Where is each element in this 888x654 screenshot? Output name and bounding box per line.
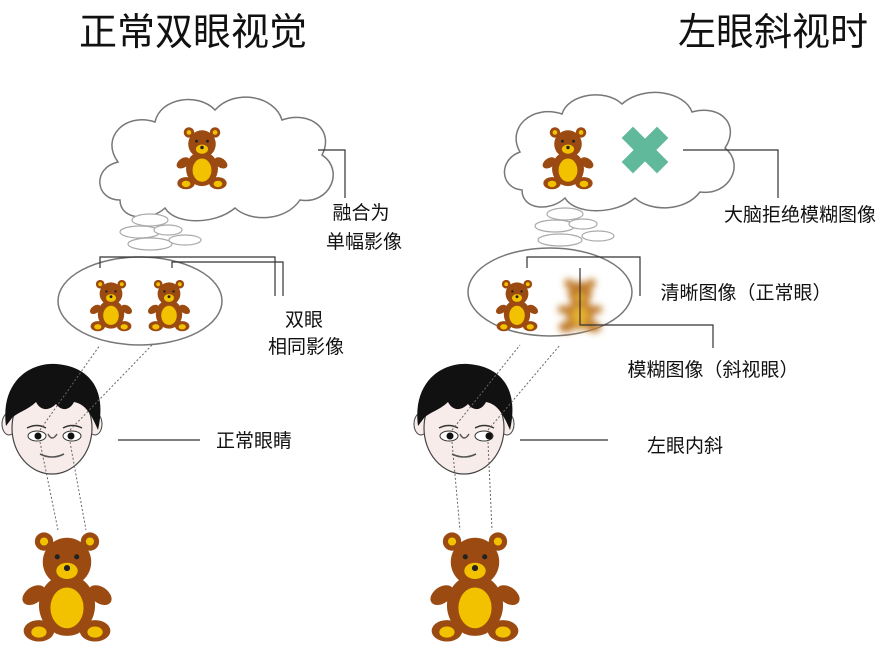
left-thought-bubbles (119, 213, 202, 251)
right-brain-reject-label: 大脑拒绝模糊图像 (724, 204, 876, 226)
left-same-image-label-1: 双眼 (285, 309, 323, 331)
right-callout-lines (520, 149, 779, 441)
right-blurred-image-label: 模糊图像（斜视眼） (627, 359, 798, 381)
left-eyes (26, 424, 83, 442)
left-callout-lines (99, 149, 346, 441)
rejected-x-icon (621, 126, 669, 174)
left-sight-lines (39, 344, 153, 531)
right-image-bubble (467, 247, 633, 337)
left-same-image-label-2: 相同影像 (268, 336, 344, 358)
left-fusion-label-2: 单幅影像 (326, 231, 402, 253)
left-panel-title: 正常双眼视觉 (79, 10, 307, 54)
right-panel-title: 左眼斜视时 (678, 10, 868, 54)
right-object-bear (426, 532, 524, 642)
left-fusion-label-1: 融合为 (332, 202, 389, 224)
right-thought-bubbles (534, 207, 615, 247)
right-eyes (438, 424, 495, 442)
right-child-face (413, 363, 515, 475)
left-image-bubble (57, 256, 223, 346)
left-eyes-label: 正常眼睛 (216, 430, 292, 452)
right-eye-turn-label: 左眼内斜 (647, 435, 723, 457)
right-clear-image-label: 清晰图像（正常眼） (660, 282, 831, 304)
right-thought-cloud (503, 91, 735, 212)
right-sight-lines (451, 344, 561, 531)
left-object-bear (18, 532, 116, 642)
left-child-face (1, 363, 103, 475)
